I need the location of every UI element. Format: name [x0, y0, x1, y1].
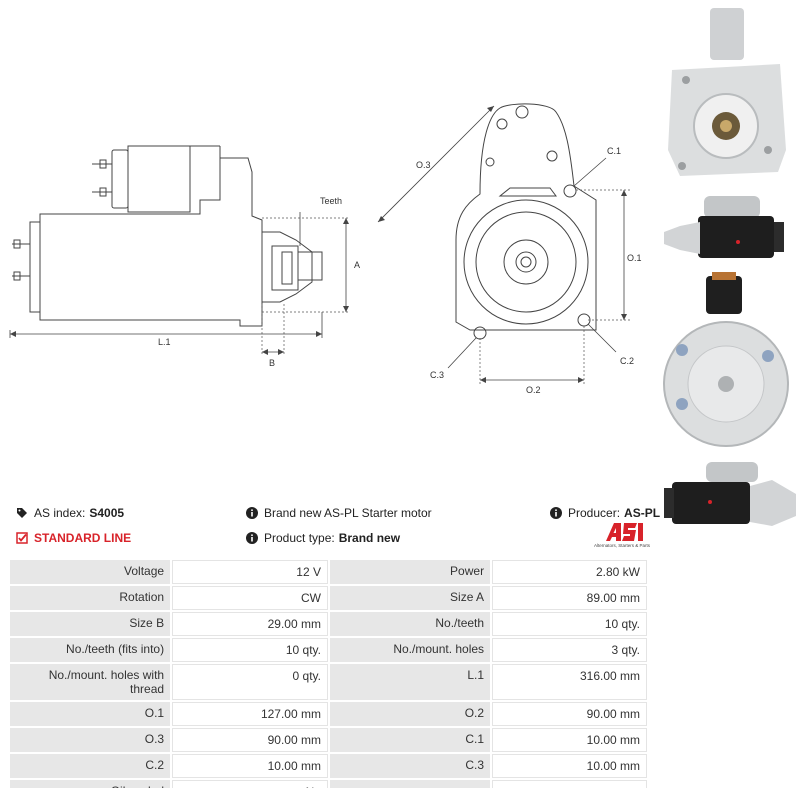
spec-value: 3 qty.	[492, 638, 647, 662]
spec-label: No./teeth (fits into)	[10, 638, 171, 662]
spec-value: 10.00 mm	[492, 728, 647, 752]
photo-side-view-2	[664, 462, 796, 526]
spec-value: 10 qty.	[492, 612, 647, 636]
spec-value: 90.00 mm	[172, 728, 328, 752]
spec-value	[492, 780, 647, 788]
spec-label: C.2	[10, 754, 171, 778]
label-c1: C.1	[607, 146, 621, 156]
spec-row: Oil sealedNo	[10, 780, 647, 788]
description: Brand new AS-PL Starter motor	[246, 506, 432, 520]
product-type-value: Brand new	[338, 531, 401, 545]
spec-value: 127.00 mm	[172, 702, 328, 726]
photo-side-view	[664, 196, 784, 258]
spec-label: Size B	[10, 612, 171, 636]
producer: Producer:AS-PL	[550, 506, 660, 520]
label-a: A	[354, 260, 360, 270]
description-text: Brand new AS-PL Starter motor	[264, 506, 432, 520]
spec-label: No./mount. holes	[329, 638, 491, 662]
spec-value: CW	[172, 586, 328, 610]
as-index-label: AS index:	[34, 506, 86, 520]
info-icon	[246, 507, 258, 519]
label-o2: O.2	[526, 385, 541, 395]
spec-label: No./teeth	[329, 612, 491, 636]
solenoid-outline	[127, 145, 191, 213]
label-l1: L.1	[158, 337, 171, 347]
spec-label: Power	[329, 560, 491, 584]
flange-outline	[455, 103, 597, 331]
spec-value: 2.80 kW	[492, 560, 647, 584]
spec-value: 316.00 mm	[492, 664, 647, 700]
spec-label: O.2	[329, 702, 491, 726]
spec-label: C.1	[329, 728, 491, 752]
spec-label: Voltage	[10, 560, 171, 584]
producer-value: AS-PL	[624, 506, 661, 520]
product-info: AS index:S4005 STANDARD LINE Brand new A…	[0, 500, 800, 555]
spec-label: O.3	[10, 728, 171, 752]
label-teeth: Teeth	[320, 196, 342, 206]
spec-value: 12 V	[172, 560, 328, 584]
as-pl-logo: Alternators, Starters & Parts	[578, 522, 650, 552]
info-icon	[246, 532, 258, 544]
spec-label: No./mount. holes with thread	[10, 664, 171, 700]
product-type-label: Product type:	[264, 531, 335, 545]
spec-label	[329, 780, 491, 788]
logo-subtitle: Alternators, Starters & Parts	[593, 543, 650, 548]
spec-value: 90.00 mm	[492, 702, 647, 726]
as-logo-mark	[606, 523, 643, 541]
spec-label: Oil sealed	[10, 780, 171, 788]
as-index-value: S4005	[89, 506, 125, 520]
spec-label: L.1	[329, 664, 491, 700]
spec-label: C.3	[329, 754, 491, 778]
spec-label: Rotation	[10, 586, 171, 610]
check-square-icon	[16, 532, 28, 544]
spec-value: No	[172, 780, 328, 788]
spec-value: 89.00 mm	[492, 586, 647, 610]
producer-label: Producer:	[568, 506, 621, 520]
standard-line: STANDARD LINE	[16, 531, 131, 545]
tag-icon	[17, 508, 27, 518]
motor-body-outline	[39, 157, 263, 327]
technical-drawing: Teeth A B L.1 O.3 C.1 O.1 C.2 C.3 O.2	[9, 103, 642, 395]
as-index: AS index:S4005	[16, 506, 124, 520]
photo-rear-view	[663, 272, 789, 447]
standard-line-label: STANDARD LINE	[34, 531, 132, 545]
label-o1: O.1	[627, 253, 642, 263]
spec-value: 10 qty.	[172, 638, 328, 662]
spec-label: O.1	[10, 702, 171, 726]
spec-value: 10.00 mm	[172, 754, 328, 778]
product-type: Product type:Brand new	[246, 531, 400, 545]
photo-front-view	[668, 8, 786, 176]
label-c2: C.2	[620, 356, 634, 366]
spec-label: Size A	[329, 586, 491, 610]
spec-value: 0 qty.	[172, 664, 328, 700]
spec-value: 29.00 mm	[172, 612, 328, 636]
spec-value: 10.00 mm	[492, 754, 647, 778]
label-b: B	[269, 358, 275, 368]
info-icon	[550, 507, 562, 519]
label-o3: O.3	[416, 160, 431, 170]
spec-row: No./teeth (fits into)10 qty.No./mount. h…	[10, 638, 647, 662]
label-c3: C.3	[430, 370, 444, 380]
product-photos	[663, 8, 796, 526]
